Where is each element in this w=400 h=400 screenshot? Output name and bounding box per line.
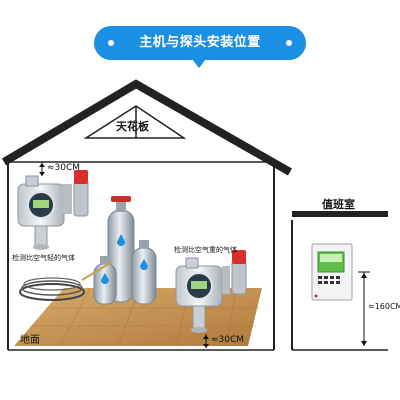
duty-room (291, 211, 388, 351)
banner-dot-left (108, 40, 114, 46)
ceiling-clearance-marker (39, 162, 45, 176)
detector-light-gas (17, 170, 89, 250)
roof (1, 79, 292, 176)
detector-heavy-gas (175, 250, 247, 333)
house-walls (7, 160, 275, 351)
floor-clearance-label: ≈30CM (211, 335, 245, 345)
light-gas-label: 检测比空气轻的气体 (12, 254, 75, 262)
ceiling-label: 天花板 (116, 120, 149, 133)
controller-host (311, 243, 353, 301)
ceiling-truss (83, 105, 187, 139)
duty-room-title: 值班室 (322, 198, 355, 211)
banner-dot-right (286, 40, 292, 46)
floor-label: 地面 (20, 335, 40, 346)
heavy-gas-label: 检测比空气重的气体 (174, 246, 237, 254)
banner-title: 主机与探头安装位置 (139, 35, 261, 50)
height-marker (358, 271, 370, 346)
gas-cylinders (19, 196, 157, 305)
floor-clearance-marker (203, 334, 209, 348)
duty-room-height-label: ≈160CM (368, 302, 400, 311)
ceiling-clearance-label: ≈30CM (47, 163, 81, 173)
title-banner: 主机与探头安装位置 (94, 26, 306, 68)
